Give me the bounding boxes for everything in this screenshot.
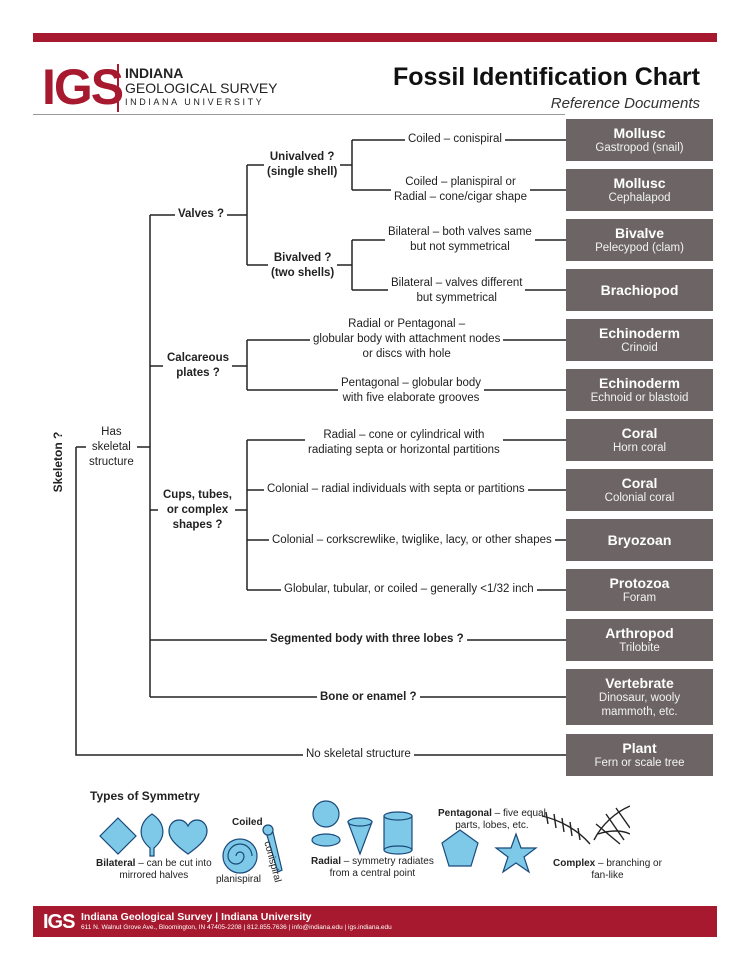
bone-question: Bone or enamel ?	[317, 690, 420, 705]
cups-question: Cups, tubes, or complex shapes ?	[160, 488, 236, 533]
bivalved-question: Bivalved ? (two shells)	[268, 251, 338, 281]
result-arthropod: Arthropod Trilobite	[566, 619, 713, 661]
calcareous-question: Calcareous plates ?	[164, 351, 233, 381]
desc-colonial-radial: Colonial – radial individuals with septa…	[264, 482, 528, 497]
univalved-question: Univalved ? (single shell)	[264, 150, 341, 180]
segmented-question: Segmented body with three lobes ?	[267, 632, 467, 647]
result-bivalve: Bivalve Pelecypod (clam)	[566, 219, 713, 261]
page-title: Fossil Identification Chart	[393, 63, 700, 91]
desc-bilateral-different: Bilateral – valves different but symmetr…	[388, 276, 526, 306]
desc-radial-cone: Radial – cone or cylindrical with radiat…	[305, 428, 503, 458]
result-mollusc-gastropod: Mollusc Gastropod (snail)	[566, 119, 713, 161]
cylinder-icon	[383, 815, 413, 851]
desc-coiled-conispiral: Coiled – conispiral	[405, 132, 505, 147]
desc-radial-pentagonal: Radial or Pentagonal – globular body wit…	[310, 317, 504, 362]
coiled-caption: Coiled	[232, 817, 263, 828]
symmetry-illustrations	[99, 800, 630, 874]
igs-logo: IGS	[42, 59, 124, 115]
planispiral-caption: planispiral	[216, 874, 262, 885]
sphere-icon	[312, 800, 340, 828]
skeleton-question: Skeleton ?	[51, 431, 65, 493]
org-name-line3: INDIANA UNIVERSITY	[125, 97, 265, 107]
header-rule	[33, 114, 565, 115]
leaf-icon	[140, 813, 164, 857]
org-name-line2: GEOLOGICAL SURVEY	[125, 80, 278, 96]
desc-pentagonal-grooves: Pentagonal – globular body with five ela…	[338, 376, 485, 406]
disc-icon	[311, 833, 341, 847]
pentagon-icon	[441, 829, 479, 867]
result-echinoderm-crinoid: Echinoderm Crinoid	[566, 319, 713, 361]
result-echinoderm-echnoid: Echinoderm Echnoid or blastoid	[566, 369, 713, 411]
heart-icon	[168, 819, 208, 855]
logo-divider	[117, 64, 119, 112]
symmetry-title: Types of Symmetry	[90, 789, 200, 803]
diamond-icon	[99, 817, 137, 855]
footer-contact: 611 N. Walnut Grove Ave., Bloomington, I…	[81, 924, 392, 931]
result-protozoa: Protozoa Foram	[566, 569, 713, 611]
footer-logo: IGS	[43, 911, 75, 933]
star-icon	[494, 832, 538, 874]
result-mollusc-cephalapod: Mollusc Cephalapod	[566, 169, 713, 211]
desc-planispiral: Coiled – planispiral or Radial – cone/ci…	[391, 175, 530, 205]
org-name-line1: INDIANA	[125, 65, 184, 81]
radial-caption: Radial – symmetry radiates from a centra…	[311, 856, 434, 879]
no-skeletal-label: No skeletal structure	[303, 747, 414, 762]
result-coral-horn: Coral Horn coral	[566, 419, 713, 461]
page-subtitle: Reference Documents	[550, 95, 700, 112]
complex-caption: Complex – branching or fan-like	[553, 858, 662, 881]
cone-icon	[347, 821, 373, 856]
footer-org: Indiana Geological Survey | Indiana Univ…	[81, 911, 312, 923]
desc-bilateral-same: Bilateral – both valves same but not sym…	[385, 225, 535, 255]
result-brachiopod: Brachiopod	[566, 269, 713, 311]
bilateral-caption: Bilateral – can be cut into mirrored hal…	[96, 858, 212, 881]
result-bryozoan: Bryozoan	[566, 519, 713, 561]
result-vertebrate: Vertebrate Dinosaur, wooly mammoth, etc.	[566, 669, 713, 725]
result-plant: Plant Fern or scale tree	[566, 734, 713, 776]
desc-colonial-corkscrew: Colonial – corkscrewlike, twiglike, lacy…	[269, 533, 555, 548]
valves-question: Valves ?	[175, 207, 228, 222]
top-bar	[33, 33, 717, 42]
has-skeletal-label: Has skeletal structure	[86, 425, 137, 470]
complex-icon	[541, 805, 630, 845]
result-coral-colonial: Coral Colonial coral	[566, 469, 713, 511]
footer-bar: IGS Indiana Geological Survey | Indiana …	[33, 906, 717, 937]
pentagonal-caption: Pentagonal – five equal parts, lobes, et…	[438, 808, 546, 831]
desc-globular: Globular, tubular, or coiled – generally…	[281, 582, 537, 597]
